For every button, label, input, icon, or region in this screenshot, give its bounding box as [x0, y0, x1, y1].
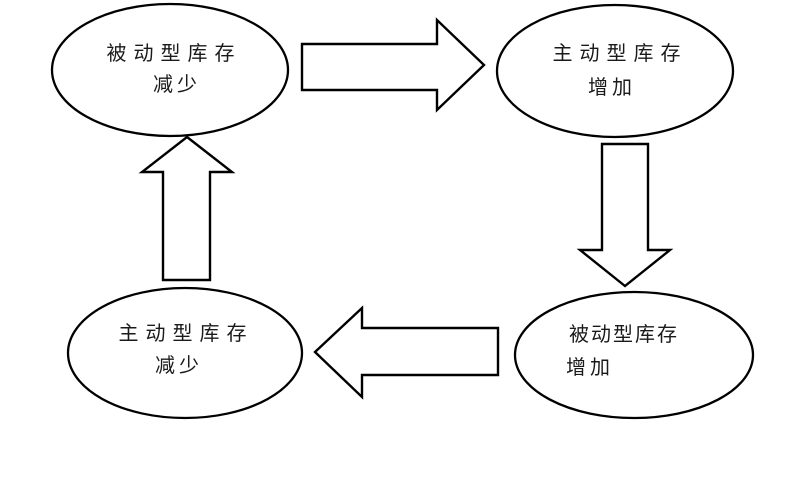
node-top-left-line2: 减少: [153, 72, 201, 96]
node-top-left: 被动型库存 减少: [50, 2, 290, 138]
arrow-right-icon: [300, 17, 486, 113]
node-top-right: 主动型库存 增加: [495, 3, 735, 139]
ellipse-bottom-right: [513, 290, 755, 420]
node-top-right-line2: 增加: [588, 75, 636, 99]
arrow-down-icon: [576, 142, 674, 288]
node-bottom-right: 被动型库存 增加: [513, 290, 755, 420]
node-bottom-left-line1: 主动型库存: [119, 321, 254, 345]
node-bottom-right-line1: 被动型库存: [569, 322, 679, 346]
arrow-up-icon: [138, 135, 236, 282]
node-top-left-line1: 被动型库存: [107, 41, 242, 65]
node-bottom-left-line2: 减少: [155, 353, 203, 377]
ellipse-top-right: [495, 3, 735, 139]
ellipse-top-left: [50, 2, 290, 138]
node-bottom-right-line2: 增加: [566, 355, 614, 379]
node-bottom-left: 主动型库存 减少: [66, 286, 304, 420]
node-top-right-line1: 主动型库存: [553, 41, 688, 65]
ellipse-bottom-left: [66, 286, 304, 420]
arrow-left-icon: [313, 305, 500, 400]
